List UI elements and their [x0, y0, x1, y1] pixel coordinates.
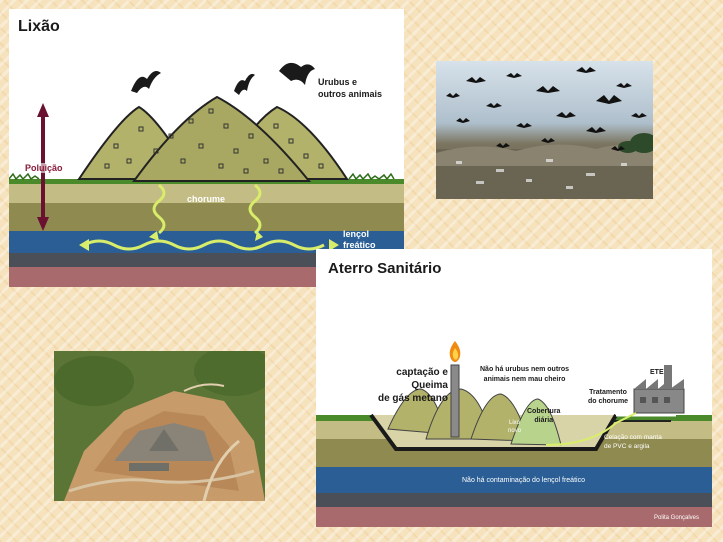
water-table-label-line2: freático: [343, 240, 376, 250]
animals-label: Urubus e outros animais: [318, 76, 382, 100]
treatment-label: Tratamento do chorume: [588, 388, 628, 406]
liner-label: Celação com manta de PVC e argila: [604, 433, 662, 451]
no-vultures-label-line2: animais nem mau cheiro: [483, 376, 566, 383]
leachate-label: chorume: [187, 194, 226, 204]
animals-label-line1: Urubus e: [318, 77, 358, 87]
gas-capture-label-line2: de gás metano: [377, 393, 448, 404]
lixao-diagram: Lixão Urubus e outros animais Poluição c…: [9, 9, 404, 287]
water-table-label-line1: lençol: [343, 229, 370, 239]
gas-capture-label-line1: captação e Queima: [396, 367, 448, 391]
vulture-icons: [131, 62, 315, 95]
daily-cover-label-line2: diária: [534, 417, 554, 424]
liner-label-line2: de PVC e argila: [604, 443, 650, 450]
aterro-title: Aterro Sanitário: [328, 260, 442, 277]
animals-label-line2: outros animais: [318, 89, 383, 99]
aterro-diagram: Aterro Sanitário captação e Queima de gá…: [316, 249, 712, 527]
new-waste-label-line2: novo: [508, 428, 522, 434]
ete-label: ETE: [650, 369, 664, 376]
treatment-label-line1: Tratamento: [589, 389, 627, 396]
lixao-illustration: [9, 62, 404, 287]
daily-cover-label: Cobertura diária: [527, 407, 560, 425]
landfill-aerial-photo: [54, 351, 265, 501]
water-table-label: lençol freático: [343, 229, 376, 251]
lixao-title: Lixão: [18, 18, 60, 35]
garbage-mound-center: [132, 95, 312, 182]
no-vultures-label-line1: Não há urubus nem outros: [480, 366, 570, 373]
new-waste-label: Lixo novo: [508, 419, 521, 435]
aterro-illustration: [316, 341, 712, 527]
landfill-aerial-image: [54, 351, 265, 501]
no-vultures-label: Não há urubus nem outros animais nem mau…: [480, 365, 569, 385]
dump-vultures-photo: [436, 61, 653, 199]
gas-capture-label: captação e Queima de gás metano: [358, 366, 448, 405]
pollution-label: Poluição: [25, 163, 63, 173]
credit-label: Polita Gonçalves: [654, 515, 700, 521]
liner-label-line1: Celação com manta: [604, 434, 662, 441]
vultures-photo-image: [436, 67, 653, 199]
daily-cover-label-line1: Cobertura: [527, 408, 561, 415]
treatment-plant-icon: [633, 365, 685, 414]
leachate-waves: [83, 183, 325, 251]
no-contamination-label: Não há contaminação do lençol freático: [462, 477, 585, 484]
treatment-label-line2: do chorume: [588, 398, 629, 405]
new-waste-label-line1: Lixo: [509, 420, 521, 426]
